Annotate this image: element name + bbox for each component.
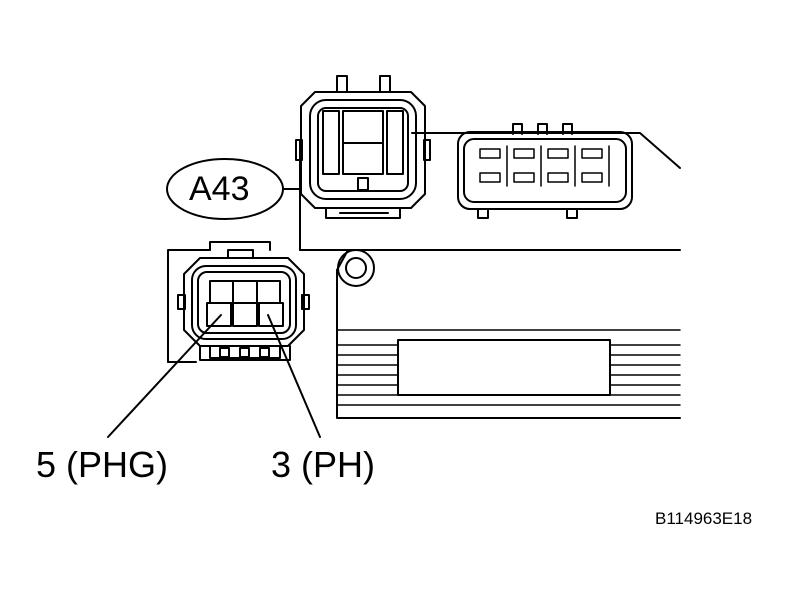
housing-panel xyxy=(397,339,611,396)
module-housing xyxy=(167,132,681,419)
top-connector xyxy=(295,75,431,219)
connector-id-label: A43 xyxy=(189,170,250,208)
a43-connector xyxy=(177,241,310,361)
pin-3-leader xyxy=(267,314,321,438)
pin-5-terminal xyxy=(206,302,232,327)
right-connector-pins xyxy=(479,145,610,187)
pin-5-leader xyxy=(107,314,222,438)
pin-5-label: 5 (PHG) xyxy=(36,444,169,485)
pin-3-terminal xyxy=(258,302,284,327)
right-connector xyxy=(457,123,633,219)
cooling-fins xyxy=(336,329,681,406)
pin-3-label: 3 (PH) xyxy=(271,444,376,485)
figure-reference: B114963E18 xyxy=(655,509,753,528)
